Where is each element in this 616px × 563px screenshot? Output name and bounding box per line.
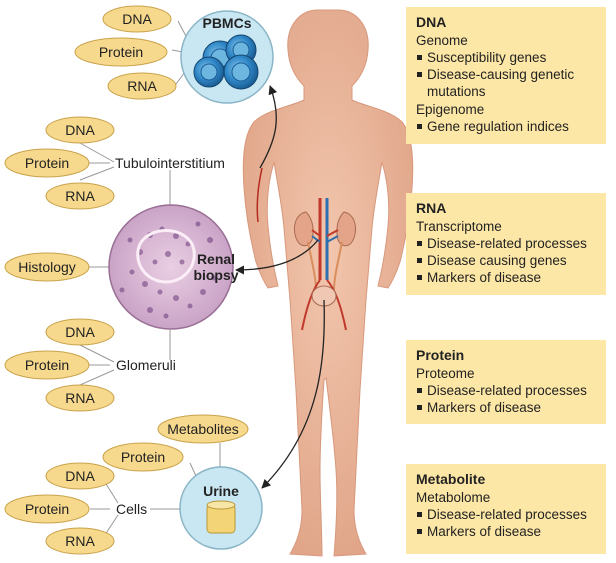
metabolome-subtitle: Metabolome xyxy=(416,490,491,505)
glomeruli-dna-oval[interactable] xyxy=(45,318,115,346)
pbmc-group: PBMCs DNA Protein RNA xyxy=(74,5,274,104)
glomeruli-protein-oval[interactable] xyxy=(4,350,90,380)
glomeruli-rna-text: RNA xyxy=(65,390,95,406)
cells-label: Cells xyxy=(116,501,147,517)
glomeruli-rna-oval[interactable] xyxy=(45,384,115,412)
proteome-list: Disease-related processes Markers of dis… xyxy=(416,382,598,416)
tubulo-protein-oval[interactable] xyxy=(4,148,90,178)
pbmc-label: PBMCs xyxy=(202,15,251,31)
urine-protein-text: Protein xyxy=(121,449,165,465)
dna-panel: DNA Genome Susceptibility genes Disease-… xyxy=(406,7,606,144)
glomerulus-outline xyxy=(136,229,196,284)
biopsy-image xyxy=(108,204,234,330)
cells-protein-text: Protein xyxy=(25,501,69,517)
protein-panel-title: Protein xyxy=(416,347,465,363)
genome-subtitle: Genome xyxy=(416,33,468,48)
cells-protein-oval[interactable] xyxy=(4,494,90,524)
biopsy-label-line2: biopsy xyxy=(193,267,238,283)
biopsy-label-line1: Renal xyxy=(197,251,235,267)
glomeruli-protein-text: Protein xyxy=(25,357,69,373)
list-item: Markers of disease xyxy=(416,269,598,286)
pbmc-dna-text: DNA xyxy=(122,11,152,27)
cells-dna-oval[interactable] xyxy=(45,462,115,490)
tubulo-dna-text: DNA xyxy=(65,122,95,138)
list-item: Disease causing genes xyxy=(416,252,598,269)
urine-cup xyxy=(206,500,236,534)
list-item: Disease-related processes xyxy=(416,235,598,252)
arm-vein xyxy=(256,167,263,223)
metabolome-list: Disease-related processes Markers of dis… xyxy=(416,506,598,540)
urine-label: Urine xyxy=(203,483,239,499)
proteome-subtitle: Proteome xyxy=(416,366,475,381)
tubulointerstitium-label: Tubulointerstitium xyxy=(115,155,225,171)
transcriptome-list: Disease-related processes Disease causin… xyxy=(416,235,598,286)
pbmc-protein-text: Protein xyxy=(99,44,143,60)
pbmc-rna-oval[interactable] xyxy=(107,72,177,100)
histology-group: Histology Renal biopsy xyxy=(4,204,239,330)
list-item: Disease-related processes xyxy=(416,382,598,399)
pbmc-rna-text: RNA xyxy=(127,78,157,94)
epigenome-subtitle: Epigenome xyxy=(416,102,485,117)
cells-rna-oval[interactable] xyxy=(45,527,115,555)
pbmc-arrow xyxy=(259,85,278,169)
metabolites-oval[interactable] xyxy=(157,414,249,444)
pbmc-protein-oval[interactable] xyxy=(74,37,168,67)
tubulo-rna-text: RNA xyxy=(65,188,95,204)
rna-panel-title: RNA xyxy=(416,200,447,216)
transcriptome-subtitle: Transcriptome xyxy=(416,219,502,234)
urine-arrow xyxy=(261,299,325,489)
urine-group: Urine Metabolites Protein Cells DNA Prot… xyxy=(4,414,263,555)
urine-protein-oval[interactable] xyxy=(102,442,184,472)
pbmc-dna-oval[interactable] xyxy=(102,5,172,33)
dna-panel-title: DNA xyxy=(416,14,447,30)
biopsy-arrow xyxy=(235,239,319,275)
cells-dna-text: DNA xyxy=(65,468,95,484)
list-item: Gene regulation indices xyxy=(416,118,598,135)
epigenome-list: Gene regulation indices xyxy=(416,118,598,135)
list-item: Markers of disease xyxy=(416,523,598,540)
metabolites-text: Metabolites xyxy=(167,421,239,437)
glomeruli-dna-text: DNA xyxy=(65,324,95,340)
kidney-organs xyxy=(293,198,357,331)
tubulointerstitium-group: DNA Protein RNA Tubulointerstitium xyxy=(4,116,225,210)
list-item: Disease-causing genetic mutations xyxy=(416,66,598,100)
metabolite-panel-title: Metabolite xyxy=(416,471,486,487)
genome-list: Susceptibility genes Disease-causing gen… xyxy=(416,49,598,100)
protein-panel: Protein Proteome Disease-related process… xyxy=(406,340,606,424)
histology-texture xyxy=(119,221,217,319)
tubulo-dna-oval[interactable] xyxy=(45,116,115,144)
list-item: Disease-related processes xyxy=(416,506,598,523)
tubulo-protein-text: Protein xyxy=(25,155,69,171)
glomeruli-group: DNA Protein RNA Glomeruli xyxy=(4,318,176,412)
human-body xyxy=(242,9,414,557)
glomeruli-label: Glomeruli xyxy=(116,357,176,373)
list-item: Markers of disease xyxy=(416,399,598,416)
histology-oval[interactable] xyxy=(4,252,90,282)
rna-panel: RNA Transcriptome Disease-related proces… xyxy=(406,193,606,295)
cells-rna-text: RNA xyxy=(65,533,95,549)
tubulo-rna-oval[interactable] xyxy=(45,182,115,210)
histology-text: Histology xyxy=(18,259,76,275)
list-item: Susceptibility genes xyxy=(416,49,598,66)
metabolite-panel: Metabolite Metabolome Disease-related pr… xyxy=(406,464,606,554)
